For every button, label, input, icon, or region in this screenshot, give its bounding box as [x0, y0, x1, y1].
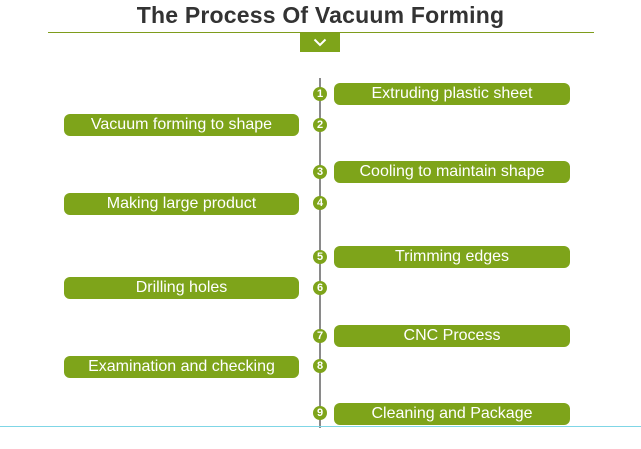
bottom-divider: [0, 426, 641, 427]
step-3-number: 3: [313, 165, 327, 179]
page-title: The Process Of Vacuum Forming: [136, 2, 505, 28]
step-7-number: 7: [313, 329, 327, 343]
step-2-label: Vacuum forming to shape: [64, 114, 299, 136]
step-9-label: Cleaning and Package: [334, 403, 570, 425]
step-5-label: Trimming edges: [334, 246, 570, 268]
step-9-number: 9: [313, 406, 327, 420]
title-divider: [48, 32, 594, 33]
step-2-number: 2: [313, 118, 327, 132]
step-8-label: Examination and checking: [64, 356, 299, 378]
chevron-down-icon: [313, 34, 327, 52]
step-6-label: Drilling holes: [64, 277, 299, 299]
step-4-label: Making large product: [64, 193, 299, 215]
step-8-number: 8: [313, 359, 327, 373]
step-1-number: 1: [313, 87, 327, 101]
step-5-number: 5: [313, 250, 327, 264]
collapse-toggle[interactable]: [300, 33, 340, 52]
step-3-label: Cooling to maintain shape: [334, 161, 570, 183]
step-1-label: Extruding plastic sheet: [334, 83, 570, 105]
step-6-number: 6: [313, 281, 327, 295]
step-7-label: CNC Process: [334, 325, 570, 347]
step-4-number: 4: [313, 196, 327, 210]
